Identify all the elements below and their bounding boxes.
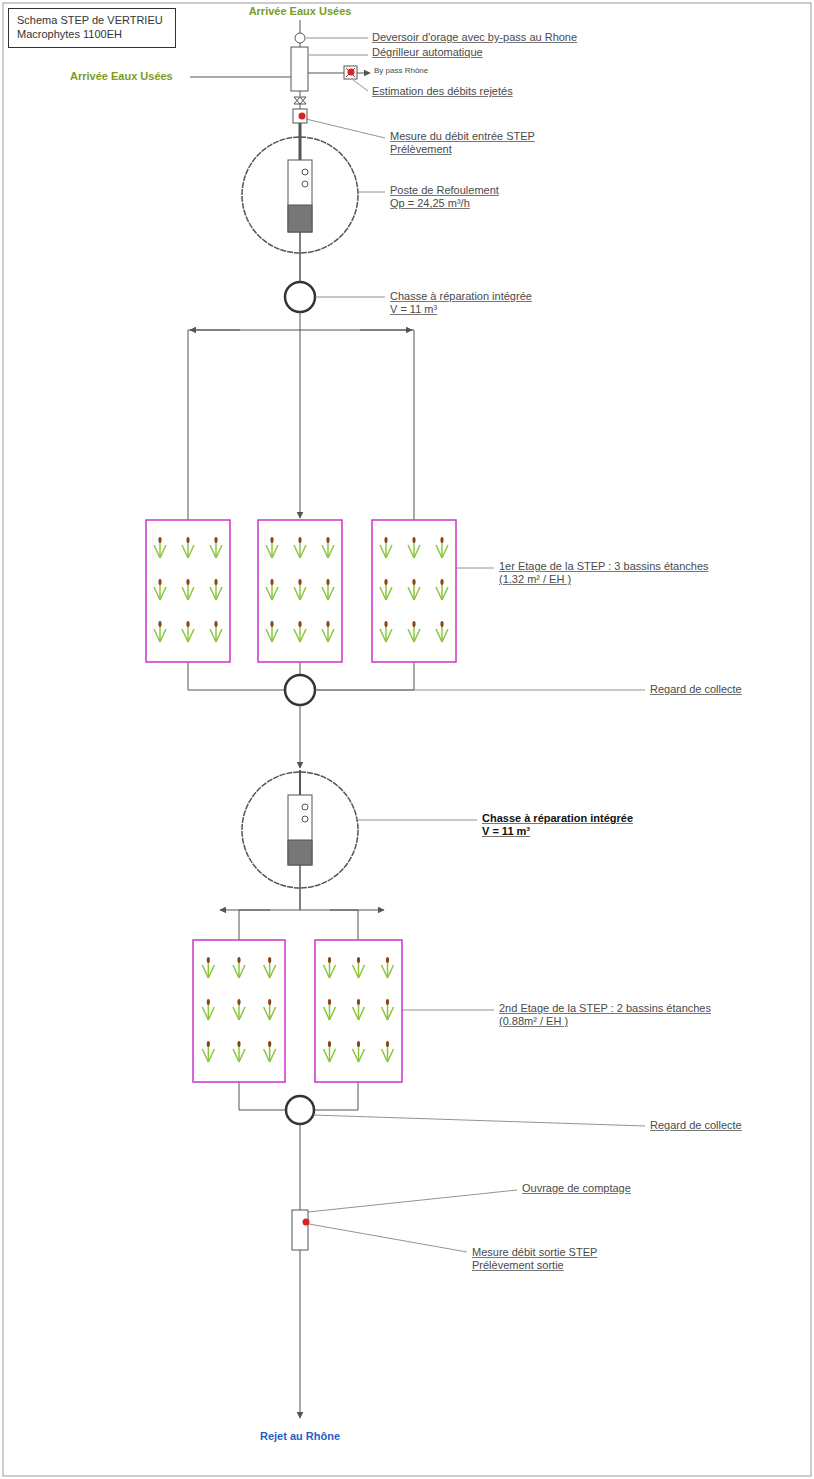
reed-plant — [266, 579, 278, 600]
reed-plant — [182, 621, 194, 642]
reed-plants — [154, 537, 448, 1062]
reed-plant — [182, 579, 194, 600]
callout: Prélèvement — [390, 143, 452, 156]
reed-plant — [294, 537, 306, 558]
reed-plant — [264, 1041, 276, 1062]
callout: Deversoir d'orage avec by-pass au Rhone — [372, 31, 577, 44]
flow-lines — [188, 20, 414, 1418]
reed-plant — [294, 579, 306, 600]
callout: V = 11 m³ — [390, 303, 437, 316]
reed-plant — [408, 537, 420, 558]
reed-plant — [202, 999, 214, 1020]
callout: Ouvrage de comptage — [522, 1182, 631, 1195]
reed-plant — [210, 537, 222, 558]
reed-plant — [324, 999, 336, 1020]
reed-plant — [210, 621, 222, 642]
callout: (0.88m² / EH ) — [499, 1015, 568, 1028]
callout: Chasse à réparation intégrée — [390, 290, 532, 303]
frame — [3, 3, 811, 1476]
reed-plant — [233, 999, 245, 1020]
title-box: Schema STEP de VERTRIEUMacrophytes 1100E… — [8, 8, 176, 48]
callout: Dégrilleur automatique — [372, 46, 483, 59]
reed-plant — [380, 621, 392, 642]
callout: Chasse à réparation intégrée — [482, 812, 633, 825]
reed-plant — [436, 579, 448, 600]
reed-plant — [408, 621, 420, 642]
callout: 1er Etage de la STEP : 3 bassins étanche… — [499, 560, 709, 573]
reed-plant — [154, 579, 166, 600]
leader-lines — [306, 38, 645, 1252]
reed-plant — [324, 1041, 336, 1062]
title-text: Macrophytes 1100EH — [17, 27, 167, 41]
reed-plant — [353, 999, 365, 1020]
reed-basins — [146, 520, 456, 1082]
callout: Regard de collecte — [650, 683, 742, 696]
reed-plant — [182, 537, 194, 558]
reed-plant — [353, 957, 365, 978]
reed-plant — [266, 621, 278, 642]
reed-plant — [382, 999, 394, 1020]
reed-plant — [436, 537, 448, 558]
callout: Poste de Refoulement — [390, 184, 499, 197]
reed-plant — [322, 621, 334, 642]
callout: (1.32 m² / EH ) — [499, 573, 571, 586]
bypass-label: By pass Rhône — [374, 66, 428, 76]
inlet-label: Arrivée Eaux Usées — [70, 70, 173, 83]
reed-plant — [382, 1041, 394, 1062]
reed-plant — [322, 579, 334, 600]
reed-plant — [322, 537, 334, 558]
callout: Prélèvement sortie — [472, 1259, 564, 1272]
reed-plant — [233, 957, 245, 978]
reed-plant — [264, 957, 276, 978]
reed-plant — [202, 957, 214, 978]
reed-plant — [210, 579, 222, 600]
reed-plant — [154, 537, 166, 558]
reed-plant — [266, 537, 278, 558]
outlet-label: Rejet au Rhône — [260, 1430, 340, 1443]
reed-plant — [380, 579, 392, 600]
reed-plant — [294, 621, 306, 642]
reed-plant — [233, 1041, 245, 1062]
callout: Estimation des débits rejetés — [372, 85, 513, 98]
reed-plant — [382, 957, 394, 978]
reed-plant — [264, 999, 276, 1020]
callout: 2nd Etage de la STEP : 2 bassins étanche… — [499, 1002, 711, 1015]
callout: V = 11 m³ — [482, 825, 530, 838]
callout: Mesure du débit entrée STEP — [390, 130, 535, 143]
callout: Regard de collecte — [650, 1119, 742, 1132]
reed-plant — [353, 1041, 365, 1062]
title-text: Schema STEP de VERTRIEU — [17, 13, 167, 27]
reed-plant — [202, 1041, 214, 1062]
reed-plant — [154, 621, 166, 642]
inlet-label: Arrivée Eaux Usées — [249, 5, 352, 18]
reed-plant — [408, 579, 420, 600]
reed-plant — [436, 621, 448, 642]
reed-plant — [380, 537, 392, 558]
reed-plant — [324, 957, 336, 978]
callout: Mesure débit sortie STEP — [472, 1246, 597, 1259]
callout: Qp = 24,25 m³/h — [390, 197, 470, 210]
